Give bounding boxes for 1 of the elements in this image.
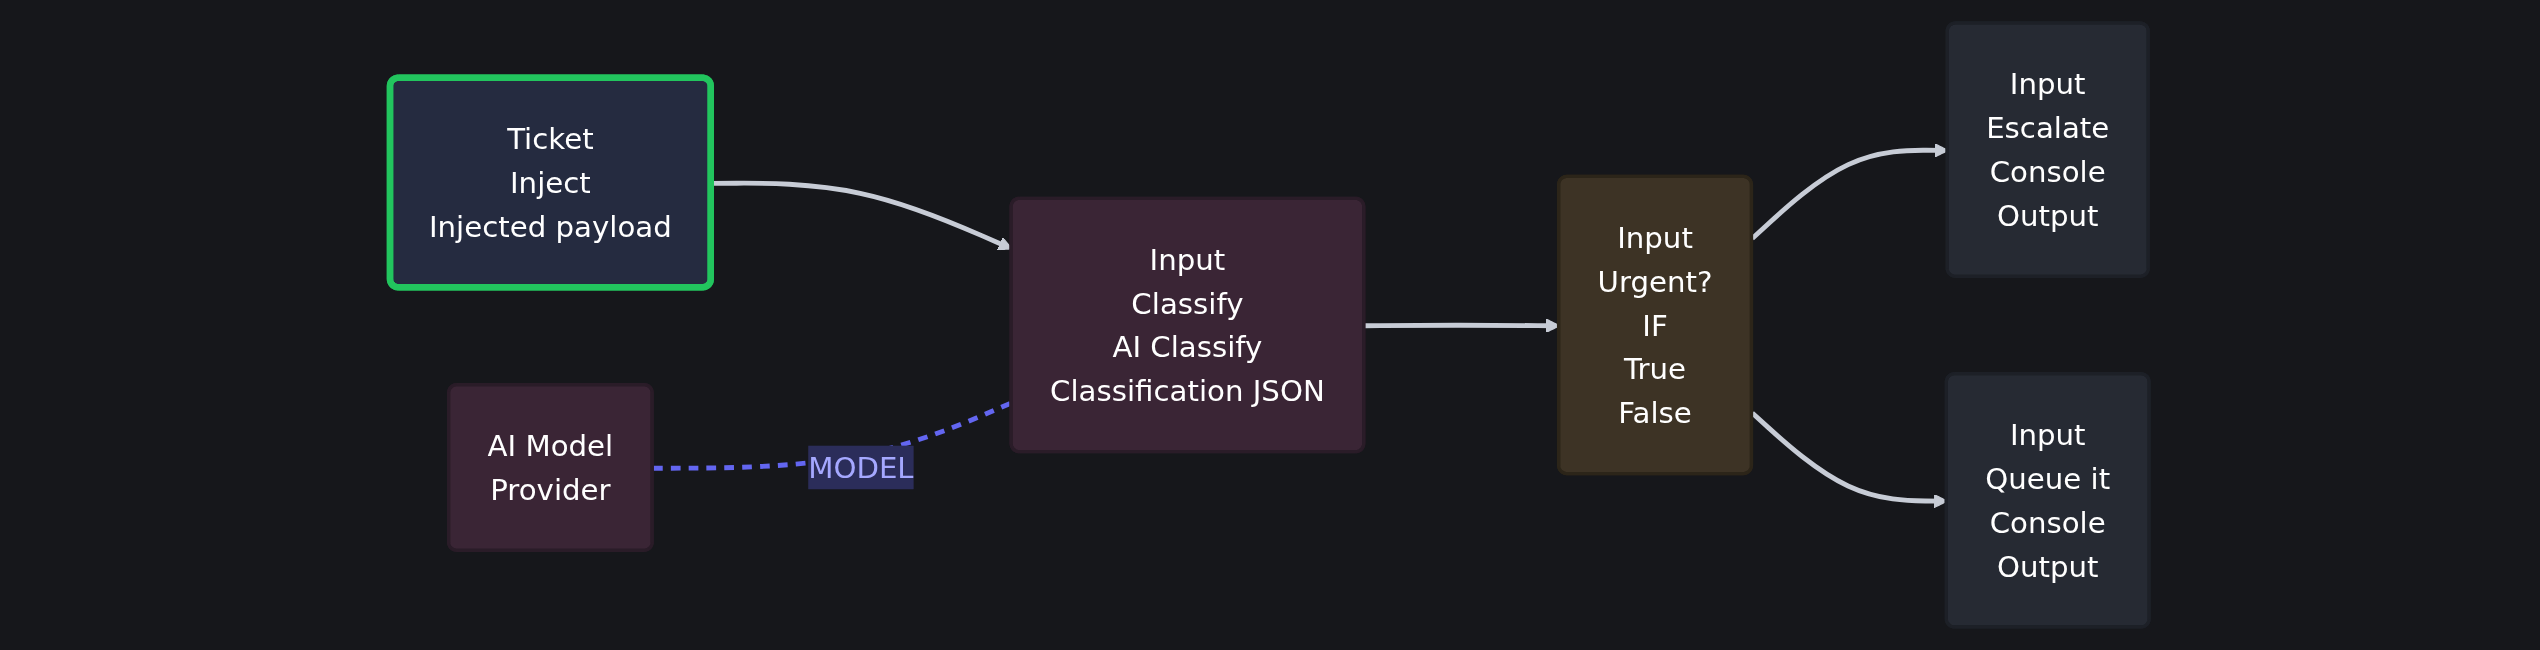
edge-label: MODEL	[808, 450, 915, 485]
